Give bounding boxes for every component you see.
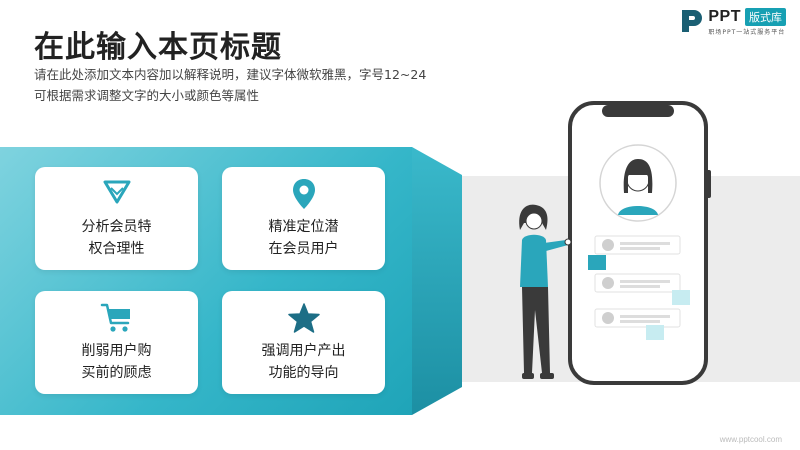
logo-badge: 版式库 [745,8,786,26]
page-description: 请在此处添加文本内容加以解释说明，建议字体微软雅黑，字号12~24 可根据需求调… [34,64,474,106]
feature-card-4: 强调用户产出 功能的导向 [222,291,385,394]
page-title: 在此输入本页标题 [34,30,282,65]
logo-brand-text: PPT [708,8,741,25]
shopping-cart-icon [100,303,130,332]
logo-mark-icon [682,10,703,32]
feature-panel-side [412,147,462,415]
star-icon [287,303,320,333]
feature-card-4-line1: 强调用户产出 [261,343,346,359]
logo-tagline: 职场PPT一站式服务平台 [708,29,786,36]
location-pin-icon [292,179,315,209]
person-with-phone-illustration [519,101,711,385]
feature-card-3-line1: 削弱用户购 [81,343,152,359]
feature-card-4-line2: 功能的导向 [268,365,339,381]
feature-card-1: 分析会员特 权合理性 [35,167,198,270]
feature-card-1-line1: 分析会员特 [81,219,152,235]
feature-card-2: 精准定位潜 在会员用户 [222,167,385,270]
footer-url: www.pptcool.com [719,435,782,444]
diamond-icon [103,180,130,204]
feature-card-3-line2: 买前的顾虑 [81,365,152,381]
feature-card-2-line1: 精准定位潜 [268,219,339,235]
feature-card-1-line2: 权合理性 [88,241,145,257]
description-line-2: 可根据需求调整文字的大小或颜色等属性 [34,88,260,103]
description-line-1: 请在此处添加文本内容加以解释说明，建议字体微软雅黑，字号12~24 [34,67,427,82]
brand-logo: PPT 版式库 职场PPT一站式服务平台 [680,8,786,36]
feature-card-3: 削弱用户购 买前的顾虑 [35,291,198,394]
feature-card-2-line2: 在会员用户 [268,241,339,257]
